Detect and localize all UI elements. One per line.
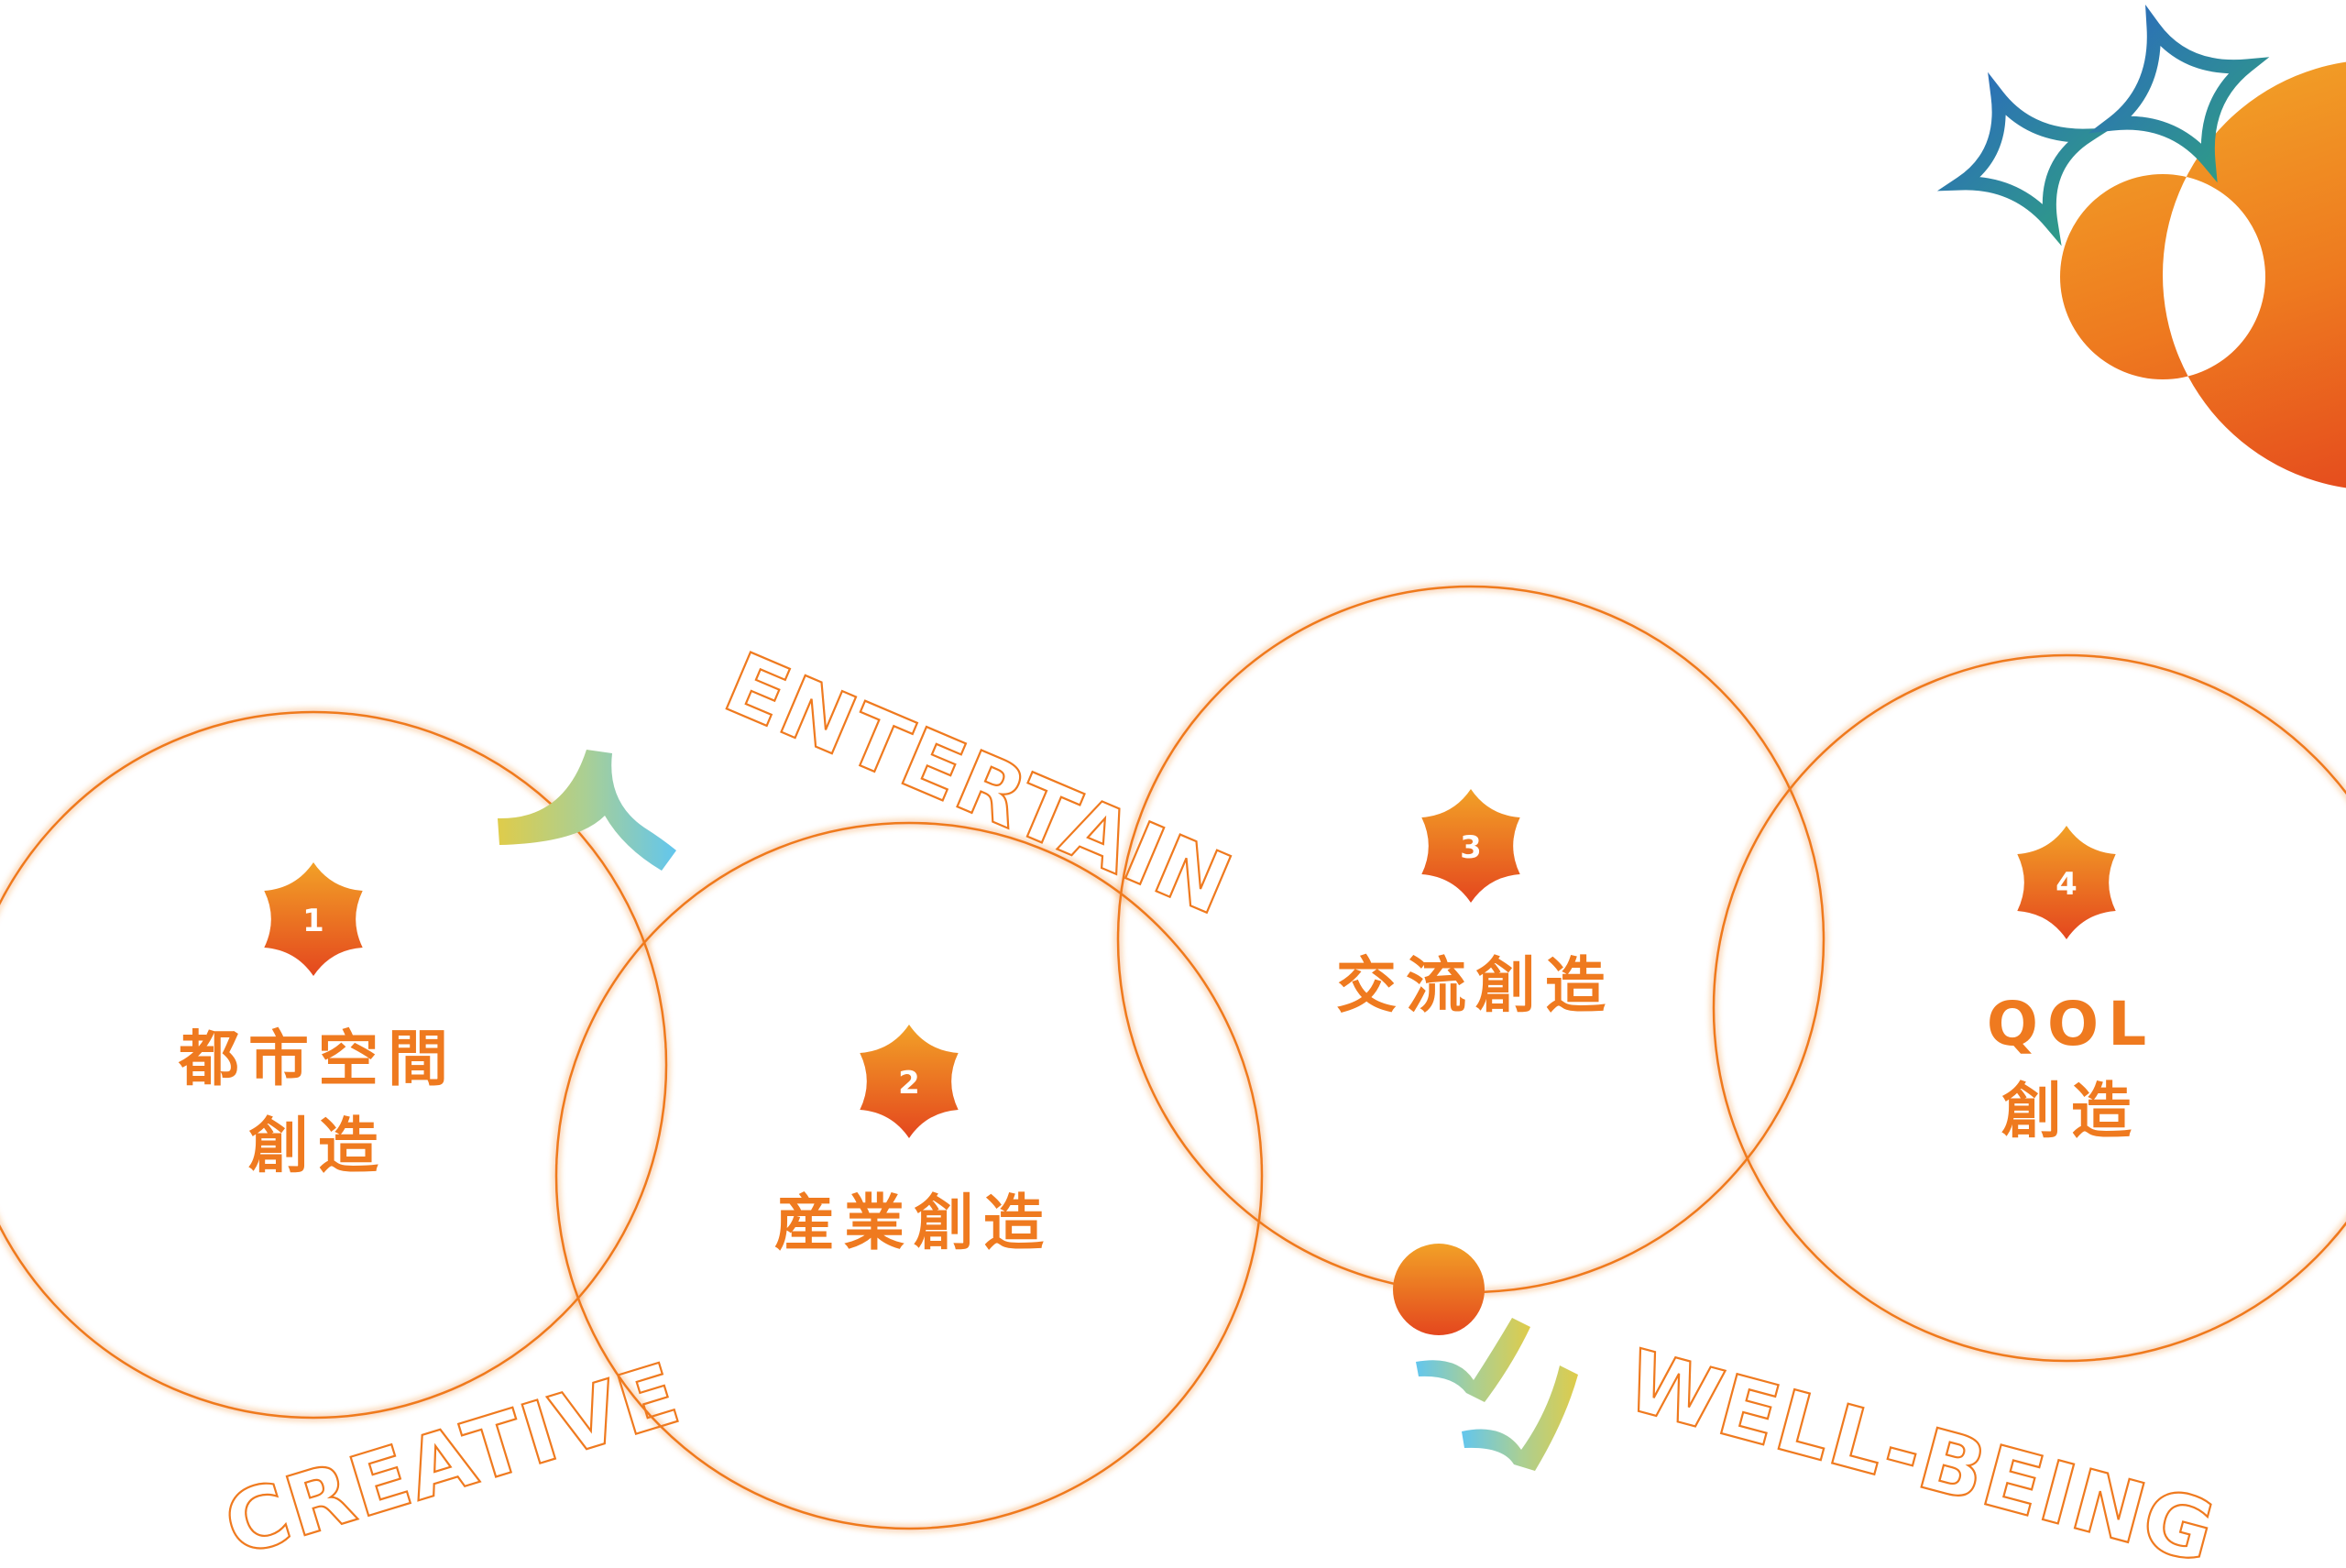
- node-1-circle: [0, 710, 668, 1420]
- double-chevron-icon: [1416, 1318, 1578, 1471]
- node-3: 3 交流創造: [1336, 789, 1615, 1021]
- keyword-entertain: ENTERTAIN: [711, 634, 1245, 935]
- sparkle-large-icon: [2088, 4, 2270, 183]
- logo-ring-icon: [2060, 61, 2346, 488]
- node-4-label-line-1: QOL: [1987, 989, 2155, 1059]
- node-1-badge-icon: [264, 862, 363, 976]
- keyword-well-being: WELL-BEING: [1617, 1332, 2226, 1568]
- node-2: 2 産業創造: [774, 1025, 1053, 1258]
- node-2-badge-icon: [860, 1025, 959, 1138]
- sparkle-small-icon: [1936, 71, 2112, 247]
- keyword-creative: CREATIVE: [214, 1344, 691, 1568]
- node-4-circle: [1712, 653, 2346, 1363]
- node-3-circle: [1116, 585, 1825, 1294]
- node-1-label-line-1: 都市空間: [178, 1024, 457, 1094]
- node-4-label-line-2: 創造: [2001, 1076, 2141, 1146]
- node-2-circle: [554, 821, 1264, 1530]
- node-3-badge-icon: [1421, 789, 1520, 903]
- chevron-ribbon-icon: [498, 750, 676, 871]
- node-1-number: 1: [302, 903, 324, 939]
- node-4-number: 4: [2055, 866, 2077, 903]
- node-3-label-line-1: 交流創造: [1336, 950, 1615, 1021]
- node-3-number: 3: [1460, 829, 1482, 866]
- orange-dot-icon: [1393, 1244, 1485, 1335]
- node-2-number: 2: [898, 1065, 920, 1102]
- node-1-label-line-2: 創造: [248, 1111, 388, 1181]
- node-2-label-line-1: 産業創造: [774, 1188, 1053, 1258]
- node-4-badge-icon: [2017, 826, 2116, 939]
